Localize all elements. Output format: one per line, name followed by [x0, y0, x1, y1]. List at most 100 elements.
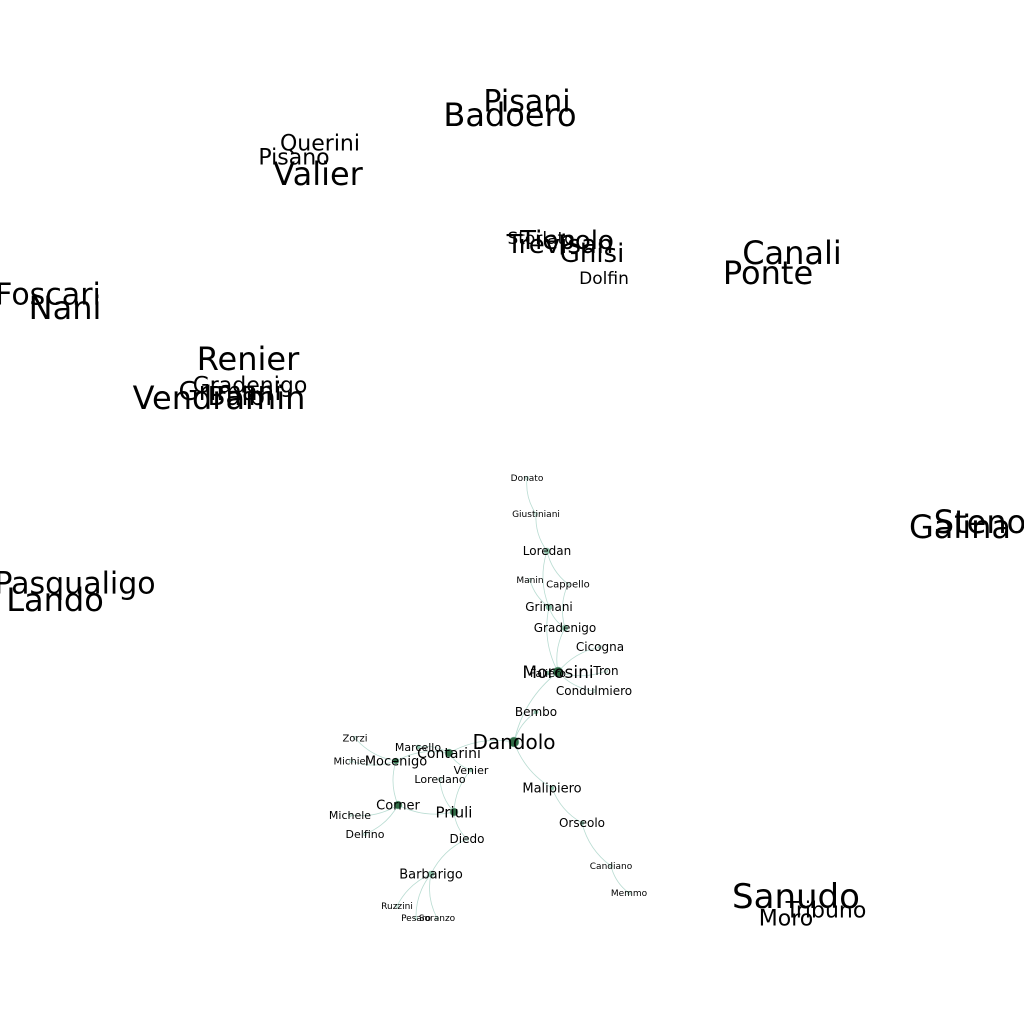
node-barbarigo — [427, 870, 435, 878]
edge-barbarigo-soranzo — [429, 873, 438, 919]
node-label-nani: Nani — [29, 289, 102, 327]
node-label-cicogna: Cicogna — [576, 640, 624, 654]
node-label-zorzi: Zorzi — [342, 734, 367, 745]
node-gradenigo — [561, 624, 569, 632]
node-label-balbi: Balbi — [208, 382, 273, 412]
node-label-priuli: Priuli — [436, 803, 473, 821]
node-label-venier: Venier — [454, 764, 489, 777]
node-venier — [468, 767, 474, 773]
node-label-tiepolo: Tiepolo — [519, 226, 614, 256]
node-donato — [525, 476, 529, 480]
node-michele — [348, 813, 352, 817]
node-label-badoero: Badoero — [443, 96, 576, 134]
node-label-tron: Tron — [592, 664, 618, 678]
node-contarini — [444, 748, 454, 758]
node-priuli — [449, 807, 459, 817]
node-label-michiel: Michiel — [334, 757, 369, 768]
node-label-barbarigo: Barbarigo — [399, 868, 463, 883]
node-label-ruzzini: Ruzzini — [381, 902, 413, 912]
edge-contarini-mocenigo — [395, 751, 450, 762]
node-label-grimani-top: Grimani — [178, 377, 281, 407]
node-tron — [604, 669, 608, 673]
node-corner — [393, 800, 403, 810]
edge-diedo-barbarigo — [430, 838, 468, 875]
node-manin — [528, 578, 532, 582]
edge-corner-priuli — [397, 804, 455, 815]
node-label-pisano: Pisano — [258, 146, 329, 171]
node-label-gradenigo-top: Gradenigo — [193, 374, 308, 399]
node-delfino — [363, 832, 367, 836]
node-label-memmo: Memmo — [611, 889, 648, 899]
node-label-trevisan: Trevisan — [506, 230, 614, 260]
node-label-pisani: Pisani — [483, 85, 570, 120]
node-pesaro — [414, 916, 418, 920]
edge-morosini-dandolo — [513, 671, 559, 743]
node-label-contarini: Contarini — [417, 746, 481, 762]
edge-malipiero-orseolo — [551, 787, 583, 824]
node-label-donato: Donato — [511, 474, 544, 484]
node-label-loredan: Loredan — [523, 544, 571, 558]
node-label-condulmiero: Condulmiero — [556, 684, 632, 698]
node-label-sanudo: Sanudo — [732, 877, 860, 917]
edge-donato-giustiniani — [526, 477, 537, 515]
node-giustiniani — [534, 512, 538, 516]
node-label-querini: Querini — [280, 132, 360, 157]
node-label-renier: Renier — [197, 340, 300, 378]
node-label-lando: Lando — [6, 581, 104, 619]
edge-giustiniani-loredan — [535, 513, 548, 552]
node-marcello — [415, 744, 421, 750]
node-label-orseolo: Orseolo — [559, 816, 605, 830]
node-label-gradenigo: Gradenigo — [534, 621, 596, 635]
node-label-galina: Galina — [909, 508, 1011, 546]
edge-dandolo-contarini — [448, 740, 515, 754]
edge-michiel-mocenigo — [350, 760, 397, 766]
node-memmo — [627, 891, 631, 895]
node-cappello — [566, 582, 570, 586]
edge-loredan-grimani — [542, 550, 550, 608]
node-label-mocenigo: Mocenigo — [365, 755, 427, 770]
node-dandolo — [508, 736, 520, 748]
node-label-faliero: Faliero — [530, 667, 566, 680]
edge-barbarigo-ruzzini — [396, 873, 432, 907]
edge-candiano-memmo — [610, 865, 630, 894]
node-label-candiano: Candiano — [590, 862, 633, 872]
node-grimani — [545, 603, 553, 611]
node-bembo — [533, 709, 539, 715]
node-malipiero — [549, 785, 555, 791]
edge-loredan-cappello — [546, 550, 569, 585]
node-label-steno: Steno — [934, 503, 1024, 541]
node-label-corner: Corner — [376, 799, 420, 814]
node-morosini — [552, 666, 564, 678]
edge-zorzi-mocenigo — [354, 737, 397, 762]
node-label-valier: Valier — [273, 155, 363, 193]
node-label-diedo: Diedo — [450, 832, 485, 846]
node-loredano — [438, 777, 442, 781]
node-mocenigo — [392, 757, 400, 765]
node-label-soranzo: Soranzo — [419, 914, 456, 924]
node-label-ghisi: Ghisi — [560, 239, 625, 269]
node-label-marcello: Marcello — [395, 741, 441, 754]
label-layer: PisaniBadoeroQueriniPisanoValierStorlato… — [0, 85, 1024, 932]
node-label-loredano: Loredano — [414, 773, 465, 786]
node-label-dandolo: Dandolo — [472, 730, 555, 754]
node-soranzo — [435, 916, 439, 920]
node-loredan — [543, 547, 551, 555]
node-label-foscari: Foscari — [0, 278, 101, 313]
node-label-storlato: Storlato — [507, 229, 574, 249]
node-cicogna — [598, 645, 602, 649]
edge-michele-corner — [349, 804, 399, 817]
node-label-vendramin: Vendramin — [133, 379, 306, 417]
node-label-giustiniani: Giustiniani — [512, 510, 560, 520]
edge-orseolo-candiano — [581, 822, 612, 867]
node-label-michele: Michele — [329, 809, 371, 822]
node-label-pasqualigo: Pasqualigo — [0, 567, 156, 602]
node-ruzzini — [395, 904, 399, 908]
node-orseolo — [579, 820, 585, 826]
node-label-delfino: Delfino — [346, 828, 385, 841]
node-label-tribuno: Tribuno — [785, 899, 867, 924]
edge-barbarigo-pesaro — [415, 873, 432, 919]
node-label-dolfin: Dolfin — [579, 269, 629, 289]
node-condulmiero — [592, 689, 596, 693]
